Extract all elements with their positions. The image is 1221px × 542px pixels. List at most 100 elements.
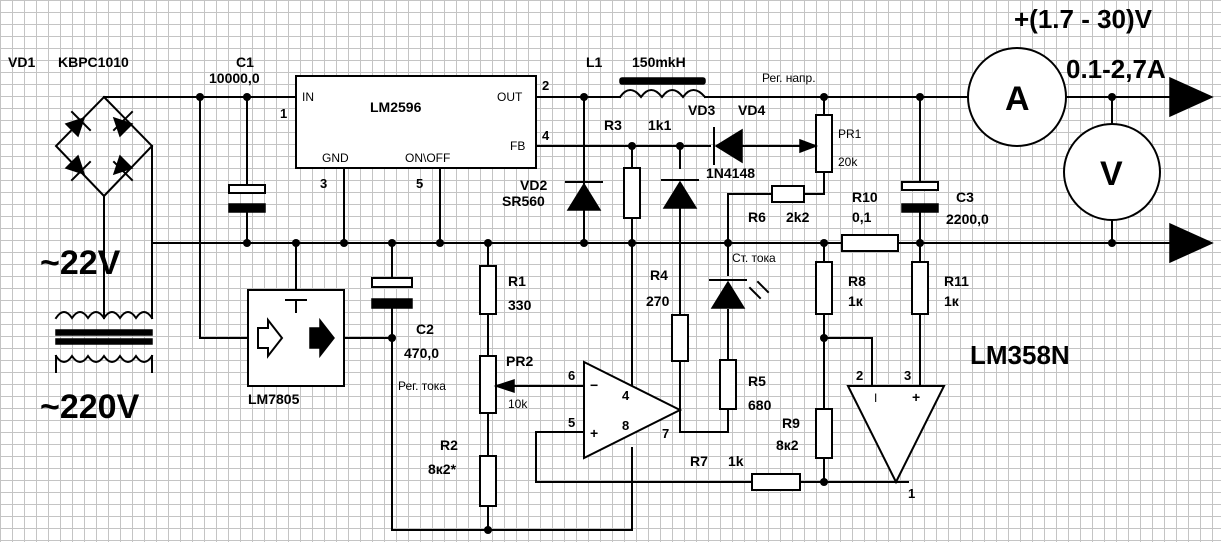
bridge-type-label: KBPC1010: [58, 54, 129, 70]
r7-label: R7: [690, 453, 708, 469]
resistor-r8: [815, 261, 833, 315]
resistor-r7: [751, 473, 801, 491]
r5-label: R5: [748, 373, 766, 389]
opamp2-plus: +: [912, 389, 920, 405]
r9-value: 8к2: [776, 437, 799, 453]
voltmeter: [1063, 123, 1161, 221]
r11-value: 1к: [944, 293, 960, 309]
led: [709, 279, 770, 309]
r11-label: R11: [944, 273, 969, 289]
pin-2-label: 2: [542, 78, 549, 93]
capacitor-c2: [371, 277, 413, 309]
diode-type-label: 1N4148: [706, 165, 755, 181]
vd2-label: VD2: [520, 177, 547, 193]
ac-220v-label: ~220V: [40, 388, 140, 426]
diode-vd3: [661, 179, 699, 209]
opamp-2: [846, 385, 946, 485]
c1-value: 10000,0: [209, 70, 260, 86]
r8-value: 1к: [848, 293, 864, 309]
pin-onoff-label: ON\OFF: [405, 151, 450, 165]
r2-value: 8к2*: [428, 461, 457, 477]
resistor-r5: [719, 359, 737, 410]
opamp2-pin2: 2: [856, 368, 863, 383]
r10-label: R10: [852, 189, 878, 205]
ac-22v-label: ~22V: [40, 244, 121, 282]
potentiometer-pr2: [479, 355, 515, 414]
resistor-r4: [671, 314, 689, 362]
pr1-value: 20k: [838, 155, 858, 169]
resistor-r6: [771, 185, 805, 203]
resistor-r9: [815, 408, 833, 459]
r6-value: 2k2: [786, 209, 810, 225]
opamp1-pin7: 7: [662, 426, 669, 441]
ic-lm2596: [295, 75, 537, 169]
l1-label: L1: [586, 54, 603, 70]
c3-value: 2200,0: [946, 211, 989, 227]
labels: +(1.7 - 30)V 0.1-2,7A VD1 KBPC1010 C1 10…: [8, 4, 1166, 501]
pr2-value: 10k: [508, 397, 528, 411]
opamp-1: [583, 360, 683, 460]
capacitor-c3: [901, 181, 939, 213]
current-adjust-label: Рег. тока: [398, 379, 446, 393]
r4-value: 270: [646, 293, 670, 309]
r2-label: R2: [440, 437, 458, 453]
output-arrow-negative: [1169, 222, 1214, 264]
potentiometer-pr1: [799, 114, 833, 173]
pin-4-label: 4: [542, 128, 550, 143]
r7-value: 1k: [728, 453, 744, 469]
output-voltage-label: +(1.7 - 30)V: [1014, 4, 1153, 34]
pin-fb-label: FB: [510, 139, 525, 153]
output-current-label: 0.1-2,7A: [1066, 54, 1166, 84]
lm358-label: LM358N: [970, 340, 1070, 370]
lm2596-label: LM2596: [370, 99, 422, 115]
diode-vd4: [713, 127, 743, 165]
opamp1-pin6: 6: [568, 368, 575, 383]
lm7805-label: LM7805: [248, 391, 300, 407]
r3-label: R3: [604, 117, 622, 133]
opamp1-pin8: 8: [622, 418, 629, 433]
vd2-type: SR560: [502, 193, 545, 209]
pin-in-label: IN: [302, 90, 314, 104]
opamp1-pin5: 5: [568, 415, 575, 430]
opamp2-minus: I: [874, 391, 877, 405]
pin-gnd-label: GND: [322, 151, 349, 165]
resistor-r2: [479, 455, 497, 507]
transformer: [54, 311, 154, 373]
regulator-lm7805: [247, 289, 345, 387]
current-stabilization-label: Ст. тока: [732, 251, 776, 265]
voltmeter-symbol: V: [1100, 155, 1123, 193]
pr2-label: PR2: [506, 353, 533, 369]
voltage-adjust-label: Рег. напр.: [762, 71, 816, 85]
pin-3-label: 3: [320, 176, 327, 191]
resistor-r11: [911, 261, 929, 315]
opamp1-plus: +: [590, 425, 598, 441]
vd3-label: VD3: [688, 102, 715, 118]
vd1-label: VD1: [8, 54, 35, 70]
r8-label: R8: [848, 273, 866, 289]
l1-value: 150mkH: [632, 54, 686, 70]
r4-label: R4: [650, 267, 668, 283]
ammeter-symbol: A: [1005, 80, 1030, 118]
opamp1-minus: −: [590, 377, 598, 393]
r9-label: R9: [782, 415, 800, 431]
opamp2-pin1: 1: [908, 486, 915, 501]
pin-5-label: 5: [416, 176, 423, 191]
c1-label: C1: [236, 54, 254, 70]
opamp1-pin4: 4: [622, 388, 630, 403]
r10-value: 0,1: [852, 209, 872, 225]
wires: [103, 96, 1171, 531]
r5-value: 680: [748, 397, 772, 413]
c2-label: C2: [416, 321, 434, 337]
r1-label: R1: [508, 273, 526, 289]
junctions: [196, 93, 1116, 534]
diode-vd2: [565, 181, 603, 211]
inductor-l1: [618, 77, 707, 99]
diode-bridge: [54, 95, 154, 198]
r6-label: R6: [748, 209, 766, 225]
c3-label: C3: [956, 189, 974, 205]
c2-value: 470,0: [404, 345, 439, 361]
resistor-r1: [479, 265, 497, 315]
pr1-label: PR1: [838, 127, 862, 141]
ammeter: [967, 47, 1067, 147]
